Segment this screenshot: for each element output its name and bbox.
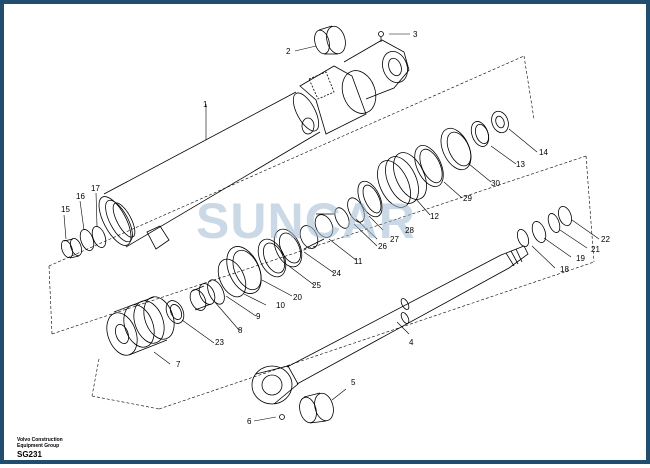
part-number-labels: 1 2 3 4 5 6 7 8 9 10 11 12 13 14 15 16 1… [61, 30, 610, 426]
part-label-30: 30 [491, 179, 500, 188]
part-label-27: 27 [390, 235, 399, 244]
part-label-29: 29 [463, 194, 472, 203]
dashed-guide-lines [48, 55, 595, 410]
leader-lines [63, 33, 600, 422]
part-label-24: 24 [332, 269, 341, 278]
part-label-23: 23 [215, 338, 224, 347]
part-label-14: 14 [539, 148, 548, 157]
part-label-25: 25 [312, 281, 321, 290]
rod-seal-set [516, 205, 572, 248]
part-label-12: 12 [430, 212, 439, 221]
cylinder-tube-part [98, 39, 410, 250]
part-label-1: 1 [203, 100, 208, 109]
grease-nipple-part [378, 31, 384, 42]
middle-seal-set [165, 228, 303, 324]
part-label-10: 10 [276, 301, 285, 310]
part-label-4: 4 [409, 338, 414, 347]
part-label-18: 18 [560, 265, 569, 274]
part-label-6: 6 [247, 417, 252, 426]
part-label-3: 3 [413, 30, 418, 39]
part-label-9: 9 [256, 312, 261, 321]
part-label-8: 8 [238, 326, 243, 335]
bushing-part-top [314, 25, 346, 55]
part-label-26: 26 [378, 242, 387, 251]
part-label-17: 17 [91, 184, 100, 193]
diagram-code: SG231 [17, 450, 42, 459]
brand-line-1: Volvo Construction [17, 437, 63, 443]
bushing-part-bottom [279, 392, 334, 424]
part-label-16: 16 [76, 192, 85, 201]
part-label-11: 11 [354, 257, 363, 266]
piston-rod-part [251, 245, 529, 405]
part-label-21: 21 [591, 245, 600, 254]
exploded-cylinder-diagram: SUNCAR 1 2 3 4 5 6 7 8 9 10 11 12 13 14 … [48, 25, 610, 426]
part-label-20: 20 [293, 293, 302, 302]
piston-part [106, 296, 175, 356]
part-label-7: 7 [176, 360, 181, 369]
brand-line-2: Equipment Group [17, 443, 60, 449]
part-label-13: 13 [516, 160, 525, 169]
part-label-2: 2 [286, 47, 291, 56]
part-label-28: 28 [405, 226, 414, 235]
upper-seal-set [299, 110, 509, 250]
part-label-15: 15 [61, 205, 70, 214]
watermark-text: SUNCAR [196, 193, 416, 249]
tube-end-seal-set [60, 226, 107, 259]
part-label-5: 5 [351, 378, 356, 387]
part-label-19: 19 [576, 254, 585, 263]
part-label-22: 22 [601, 235, 610, 244]
